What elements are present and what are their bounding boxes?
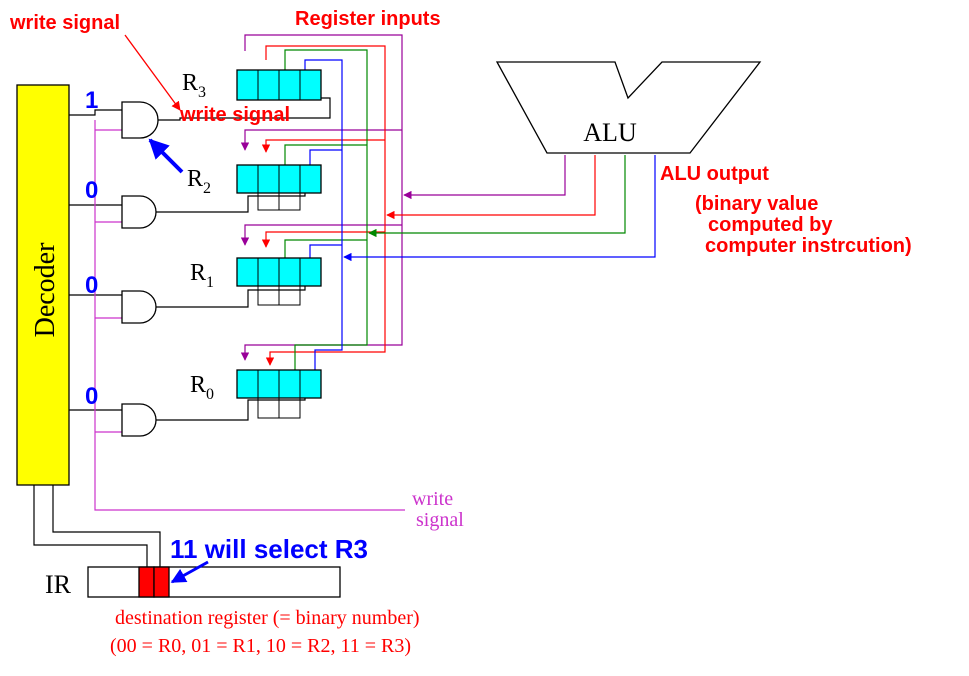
ir-register bbox=[87, 566, 341, 598]
alu-output-wires bbox=[343, 155, 656, 262]
green-wire-r1 bbox=[284, 239, 367, 258]
ir-dest-bit-0 bbox=[153, 566, 170, 598]
alu-output-label: ALU output bbox=[660, 163, 769, 185]
dest-desc-line2: (00 = R0, 01 = R1, 10 = R2, 11 = R3) bbox=[110, 635, 411, 657]
and-gate-r2 bbox=[121, 195, 157, 229]
and-gate-r0 bbox=[121, 403, 157, 437]
decoder-output-value-0: 0 bbox=[85, 383, 98, 410]
register-label-r3: R3 bbox=[182, 70, 206, 101]
write-bottom-line1: write bbox=[412, 488, 453, 510]
register-r2 bbox=[236, 164, 322, 211]
write-bottom-line2: signal bbox=[416, 509, 464, 531]
register-r3 bbox=[236, 69, 322, 101]
register-label-r0: R0 bbox=[190, 372, 214, 403]
red-wire-r1 bbox=[261, 231, 385, 248]
decoder-output-value-1: 0 bbox=[85, 272, 98, 299]
register-label-r1: R1 bbox=[190, 260, 214, 291]
alu-desc-line1: (binary value bbox=[695, 193, 818, 215]
alu-out-green bbox=[368, 155, 626, 238]
and-gate-r1 bbox=[121, 290, 157, 324]
purple-wire-r1 bbox=[240, 224, 402, 246]
blue-wire-r1 bbox=[309, 244, 342, 258]
write-signal-arrow bbox=[124, 34, 181, 111]
decoder-output-value-2: 0 bbox=[85, 177, 98, 204]
alu-out-purple bbox=[403, 155, 566, 200]
register-r0 bbox=[236, 369, 322, 419]
register-label-r2: R2 bbox=[187, 166, 211, 197]
alu-out-blue bbox=[343, 155, 656, 262]
green-wire-r2 bbox=[284, 144, 367, 165]
gate-pointer-arrow bbox=[148, 138, 184, 174]
select-pointer-arrow bbox=[170, 560, 209, 584]
alu-out-red bbox=[386, 155, 596, 220]
gate-output-lines bbox=[156, 97, 331, 421]
write-signal-top-label: write signal bbox=[9, 12, 120, 34]
ir-label: IR bbox=[45, 570, 72, 599]
register-r1 bbox=[236, 257, 322, 306]
register-inputs-label: Register inputs bbox=[295, 8, 441, 30]
green-wire-r3-r0 bbox=[284, 49, 368, 370]
ir-to-decoder-lines bbox=[33, 485, 161, 567]
and-gates bbox=[121, 101, 159, 437]
red-wire-r3-r0 bbox=[265, 45, 386, 366]
decoder-block bbox=[16, 84, 70, 486]
red-wire-r2 bbox=[261, 139, 385, 153]
alu-block bbox=[495, 61, 762, 154]
blue-wire-r2 bbox=[309, 149, 342, 165]
blue-wire-r3-r0 bbox=[304, 59, 343, 370]
alu-desc-line3: computer instrcution) bbox=[705, 235, 912, 257]
select-note: 11 will select R3 bbox=[170, 534, 368, 564]
alu-desc-line2: computed by bbox=[708, 214, 833, 236]
ir-dest-bit-1 bbox=[138, 566, 155, 598]
and-gate-r3 bbox=[121, 101, 159, 139]
alu-label: ALU bbox=[583, 118, 637, 147]
purple-wire-r2 bbox=[240, 129, 402, 151]
decoder-output-value-3: 1 bbox=[85, 87, 98, 114]
purple-wire-r3-r0 bbox=[240, 34, 403, 361]
write-signal-wire bbox=[94, 120, 405, 511]
register-input-wires bbox=[240, 34, 403, 370]
decoder-label: Decoder bbox=[30, 242, 61, 338]
write-signal-mid-label: write signal bbox=[179, 104, 290, 126]
dest-desc-line1: destination register (= binary number) bbox=[115, 607, 420, 629]
